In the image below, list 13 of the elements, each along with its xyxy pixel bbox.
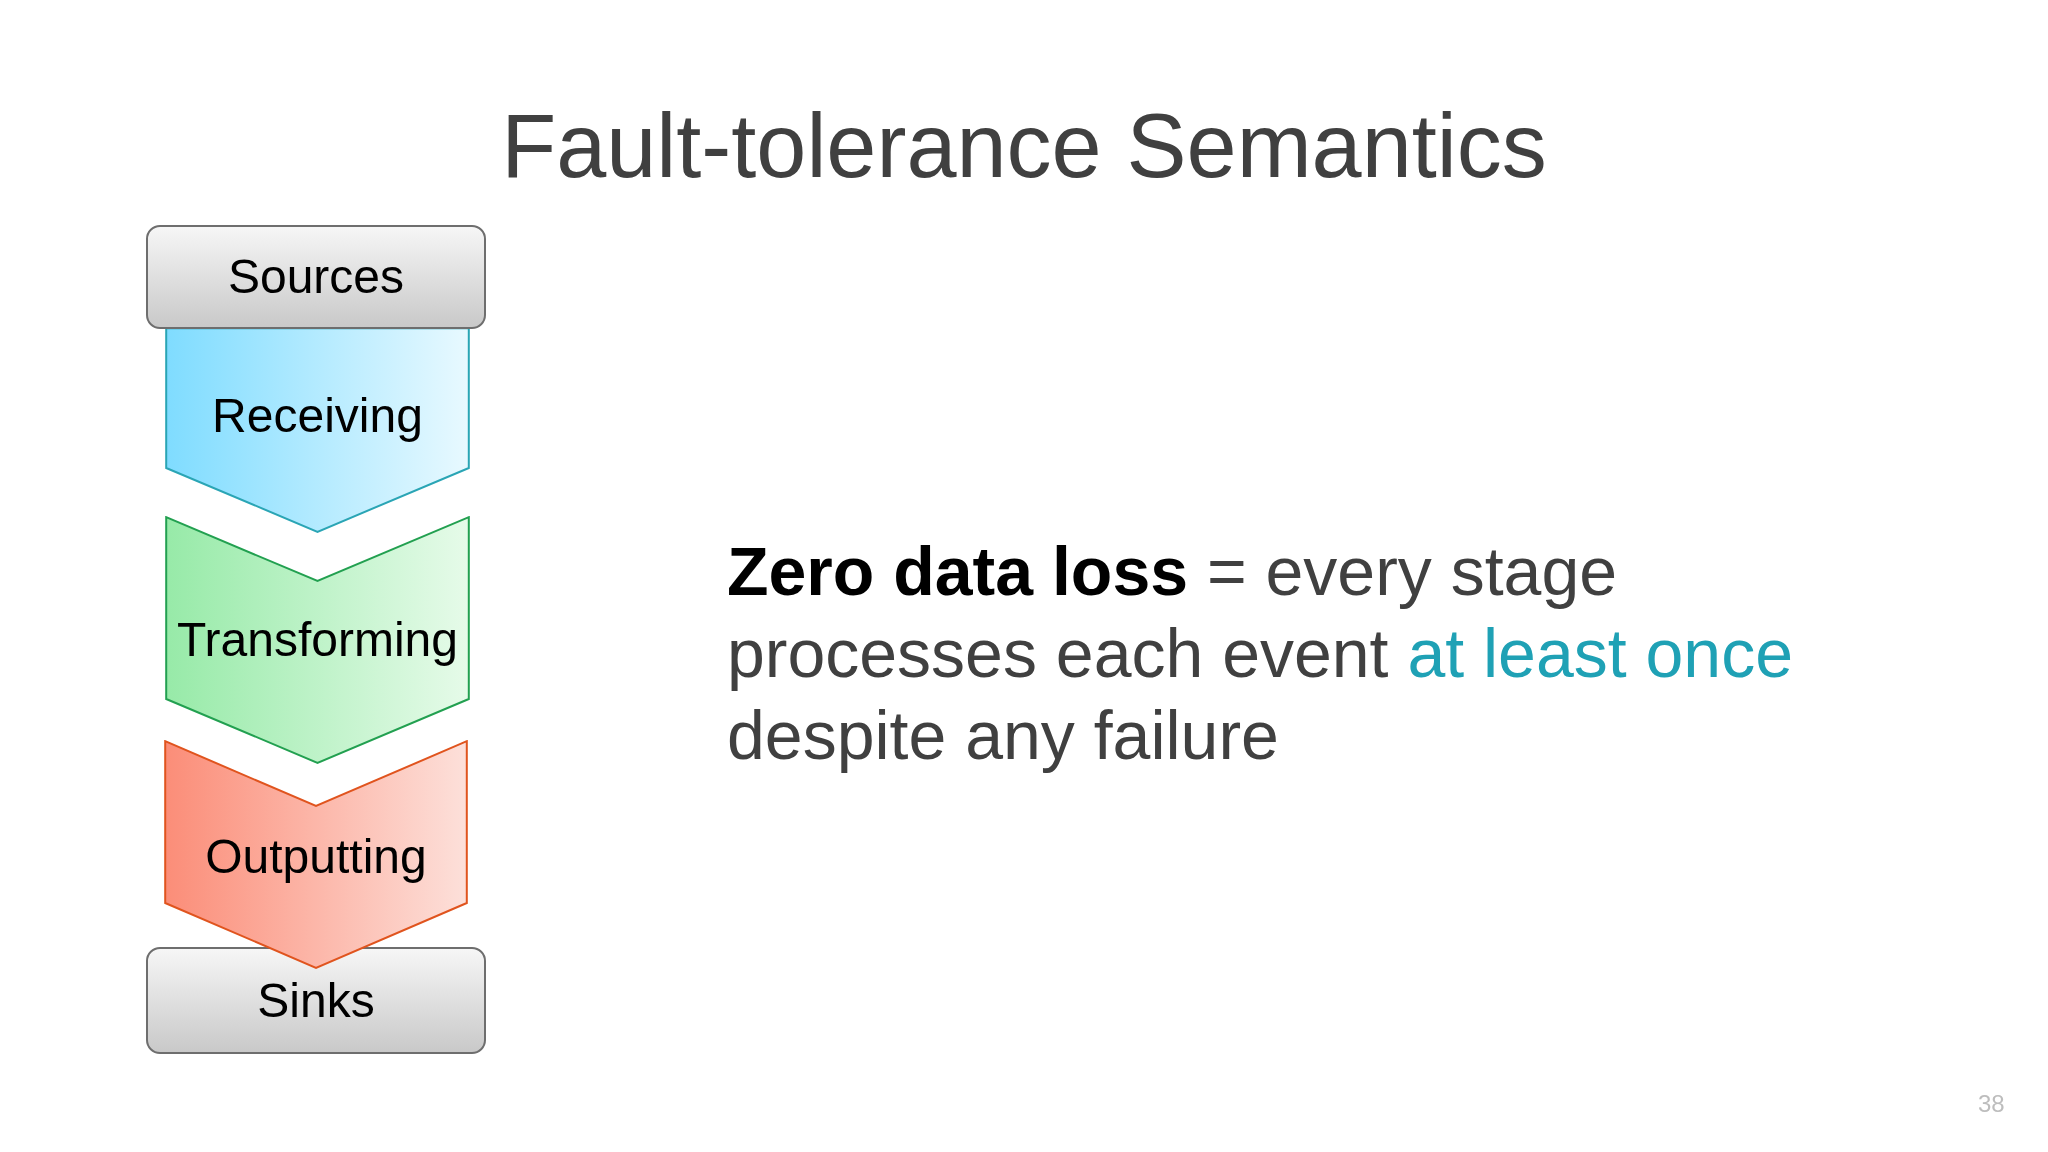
body-text: Zero data loss = every stage processes each event at least once despite any failure xyxy=(727,532,1794,775)
stage-box xyxy=(146,947,486,1054)
process-step xyxy=(165,327,470,533)
process-step xyxy=(165,516,470,764)
stage-label: Transforming xyxy=(177,612,458,668)
page-number: 38 xyxy=(1978,1090,2005,1118)
stage-box xyxy=(146,225,486,329)
stage-label: Sinks xyxy=(257,972,375,1029)
slide-title: Fault-tolerance Semantics xyxy=(501,96,1547,196)
stage-label: Outputting xyxy=(205,828,427,885)
process-step xyxy=(164,740,468,969)
stage-label: Receiving xyxy=(212,387,423,444)
stage-label: Sources xyxy=(227,249,405,305)
